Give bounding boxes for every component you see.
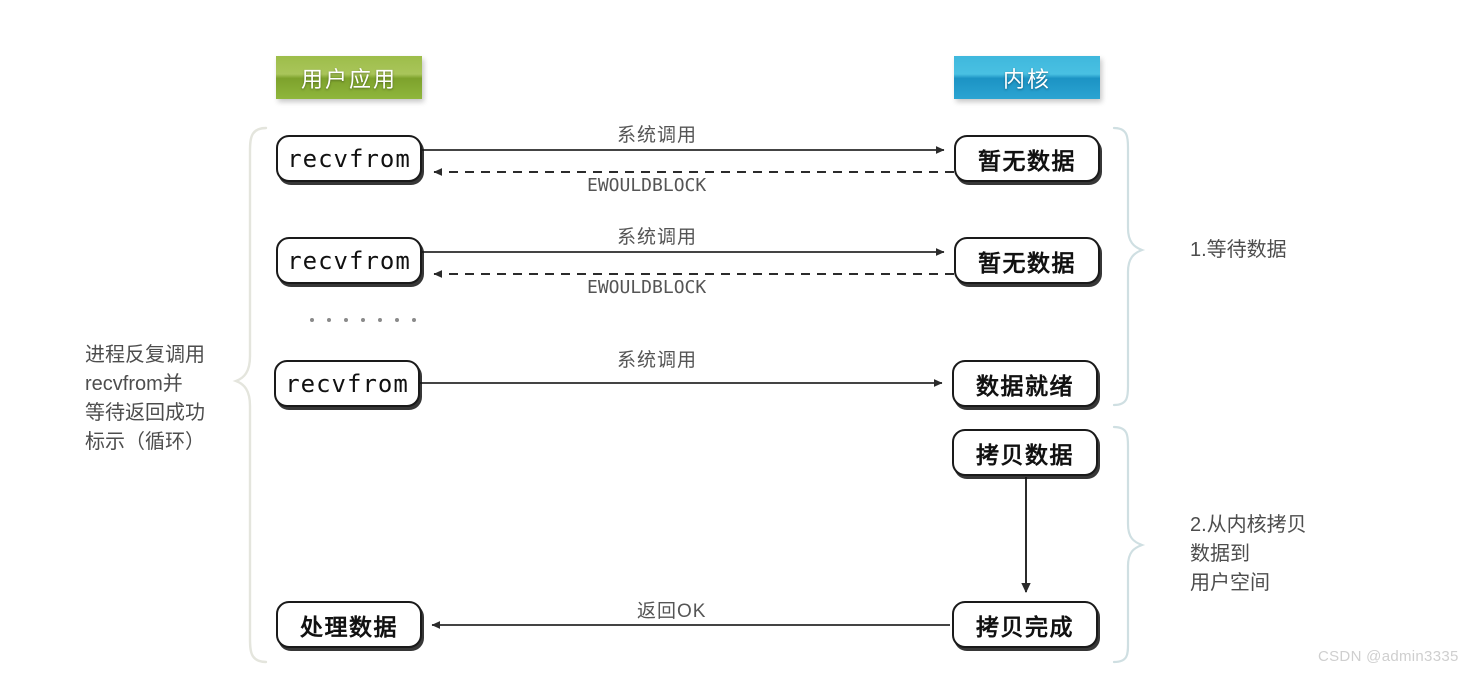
brace-right-copy — [1112, 425, 1146, 664]
annotation-step-1-wait-data: 1.等待数据 — [1190, 239, 1287, 261]
node-recvfrom-3[interactable]: recvfrom — [274, 360, 420, 407]
node-recvfrom-1[interactable]: recvfrom — [276, 135, 422, 182]
node-data-ready[interactable]: 数据就绪 — [952, 360, 1098, 407]
lane-title-kernel: 内核 — [954, 56, 1100, 99]
edge-label-syscall-2: 系统调用 — [617, 227, 698, 248]
node-copy-done[interactable]: 拷贝完成 — [952, 601, 1098, 648]
annotation-step-2-copy-data: 2.从内核拷贝 数据到 用户空间 — [1190, 514, 1307, 594]
lane-title-user-application: 用户应用 — [276, 56, 422, 99]
edge-label-ewouldblock-1: EWOULDBLOCK — [587, 175, 707, 196]
watermark-credit: CSDN @admin3335 — [1318, 648, 1459, 665]
edge-label-return-ok: 返回OK — [637, 601, 707, 622]
node-no-data-1[interactable]: 暂无数据 — [954, 135, 1100, 182]
edge-label-ewouldblock-2: EWOULDBLOCK — [587, 277, 707, 298]
node-process-data[interactable]: 处理数据 — [276, 601, 422, 648]
node-copy-data[interactable]: 拷贝数据 — [952, 429, 1098, 476]
brace-left — [232, 126, 268, 664]
edge-label-syscall-3: 系统调用 — [617, 350, 698, 371]
node-no-data-2[interactable]: 暂无数据 — [954, 237, 1100, 284]
annotation-left-loop: 进程反复调用 recvfrom并 等待返回成功 标示（循环） — [85, 344, 205, 453]
ellipsis-dots — [310, 318, 416, 322]
node-recvfrom-2[interactable]: recvfrom — [276, 237, 422, 284]
edge-label-syscall-1: 系统调用 — [617, 125, 698, 146]
brace-right-wait — [1112, 126, 1146, 407]
